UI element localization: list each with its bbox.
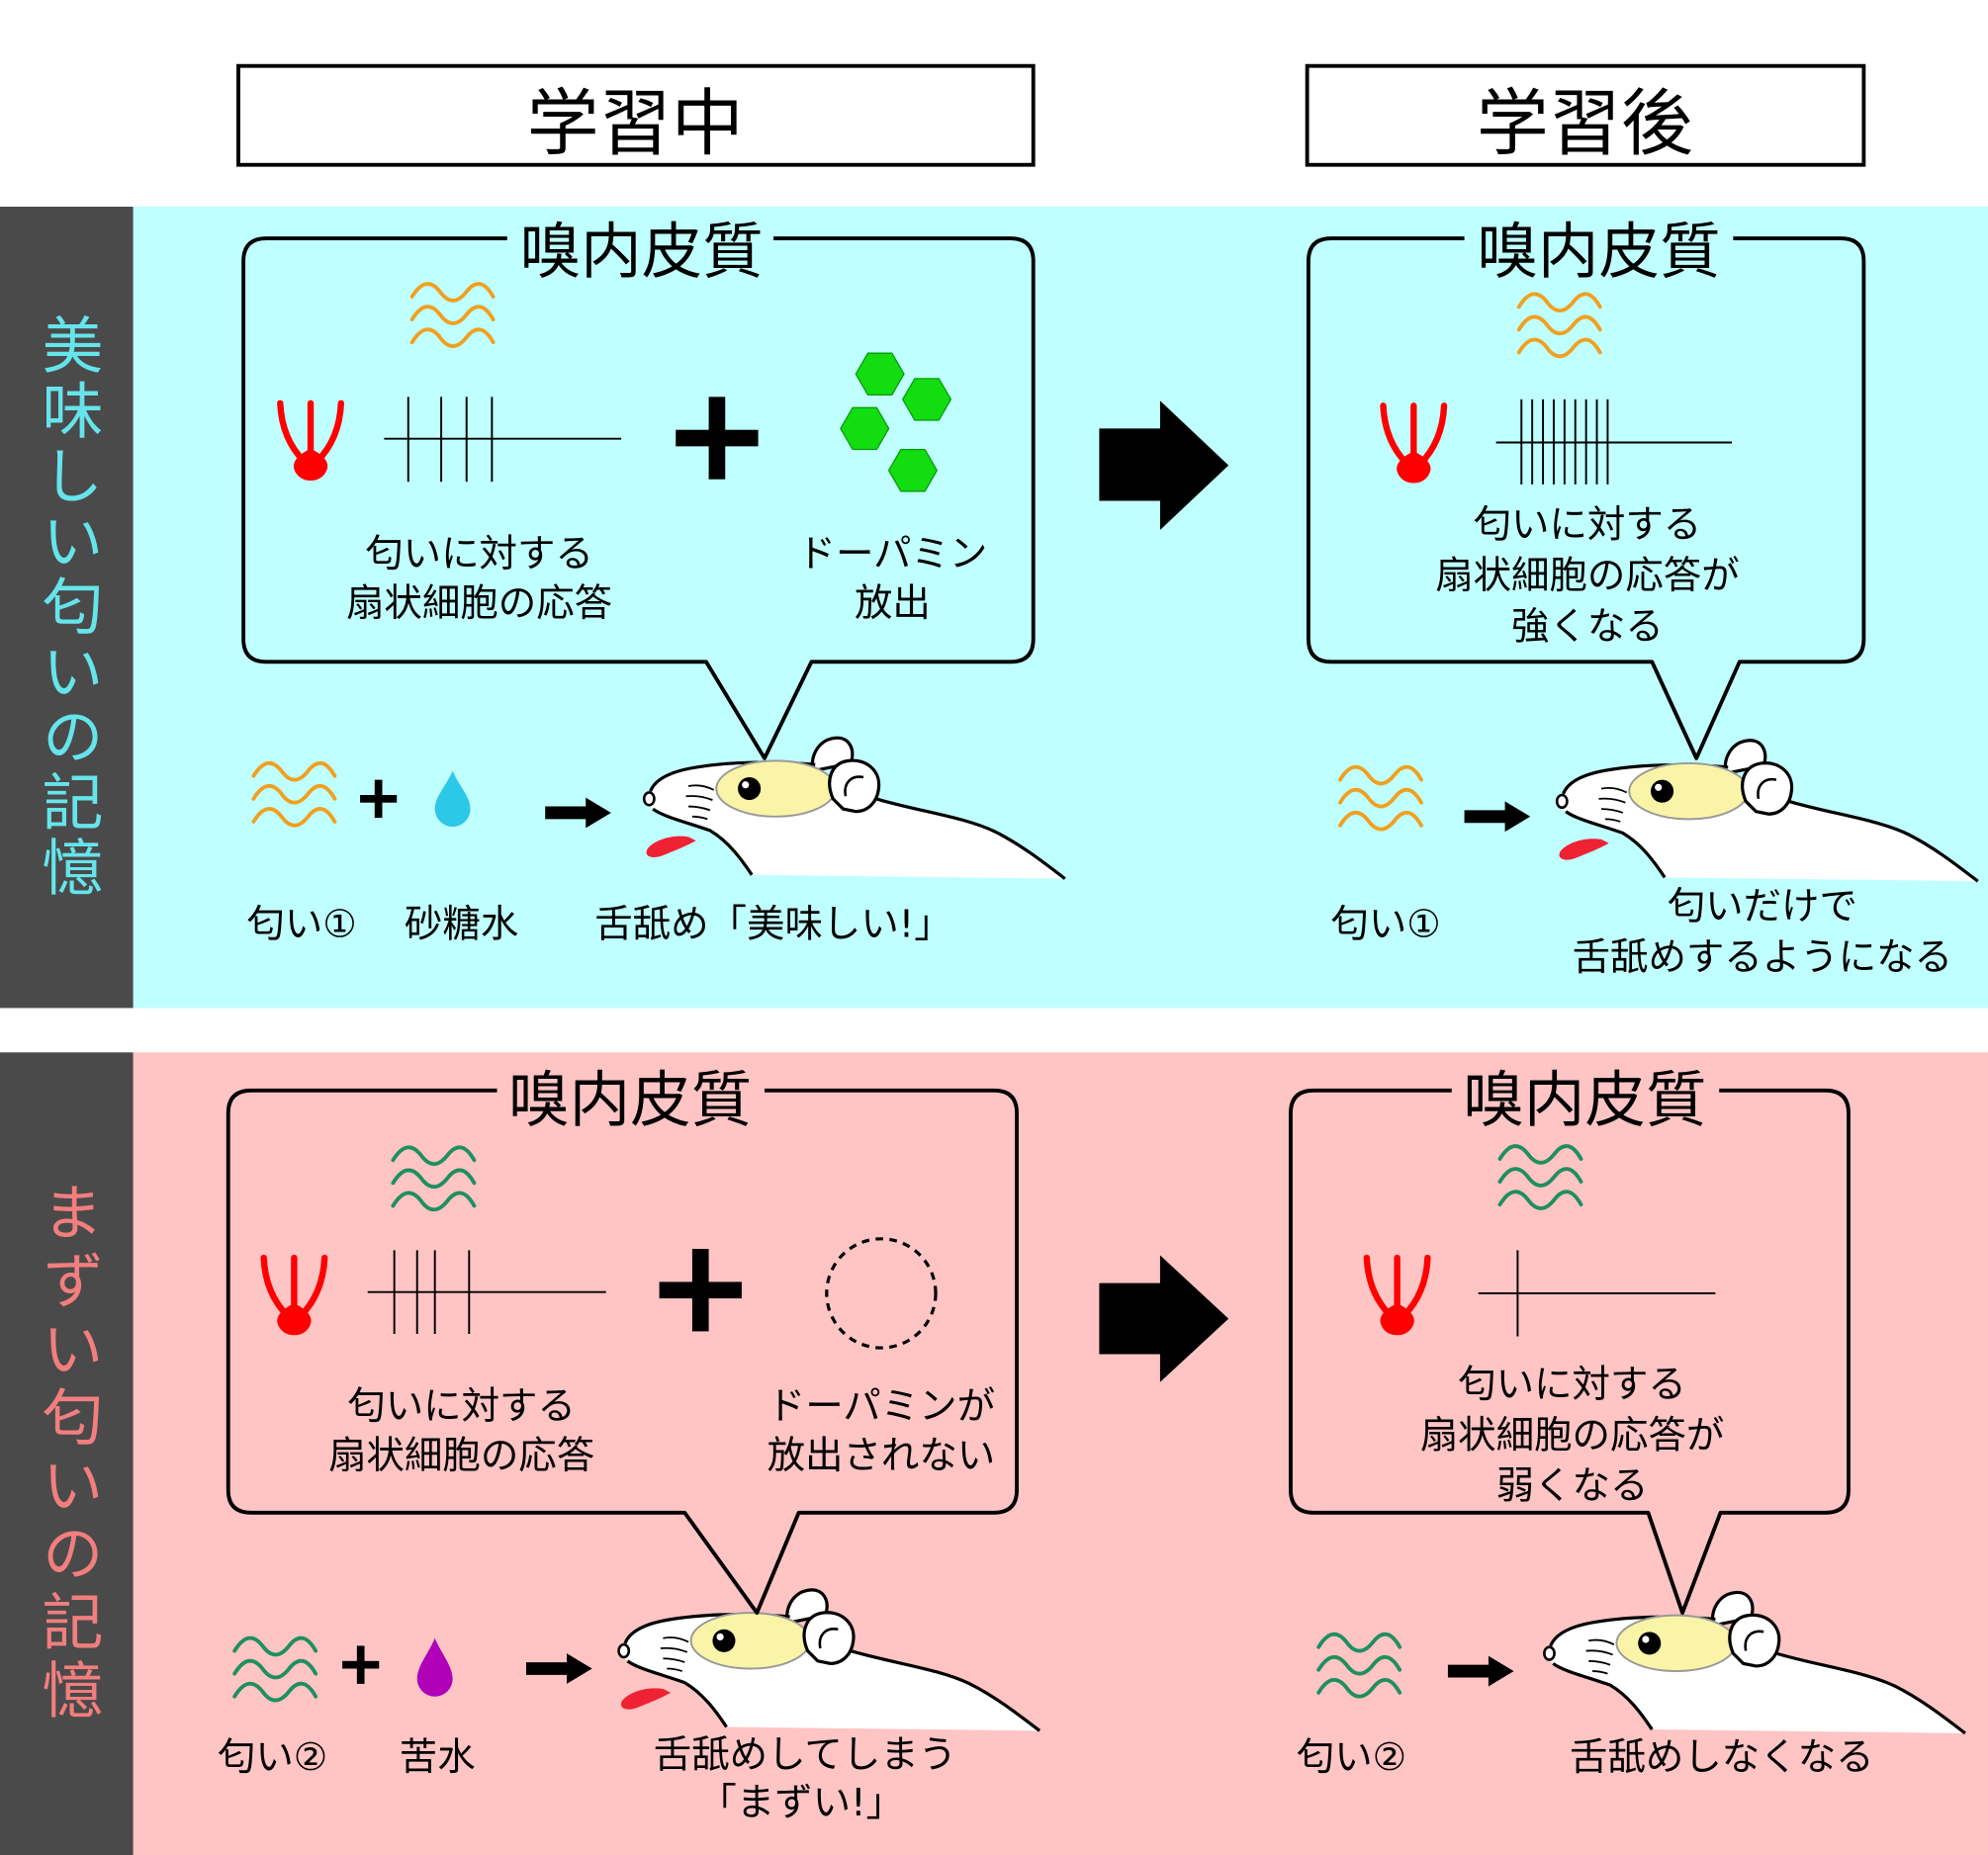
- tasty-during-region-label: 嗅内皮質: [520, 217, 764, 288]
- taste-label: 砂糖水: [405, 903, 518, 947]
- header-after-learning: 学習後: [1477, 82, 1693, 166]
- mouse-tongue: [1559, 839, 1609, 860]
- bad-after-bubble: [1289, 1088, 1851, 1616]
- plus-bar: [691, 1249, 709, 1332]
- bitter-water-drop-icon: [416, 1637, 453, 1697]
- bad-during-mouse: [616, 1588, 1041, 1732]
- tasty-during-mouse: [642, 736, 1067, 881]
- response-label: 扇状細胞の応答が: [1435, 554, 1740, 598]
- plus-icon: [659, 1249, 742, 1332]
- response-label: 匂いに対する: [1458, 1363, 1686, 1407]
- taste-label: 苦水: [400, 1735, 476, 1780]
- bad-side-bar: [0, 1052, 134, 1855]
- tasty-after-region-label: 嗅内皮質: [1477, 217, 1720, 288]
- small-plus-icon: [360, 779, 398, 819]
- header-during-learning: 学習中: [527, 82, 744, 166]
- spike-train: [1495, 398, 1733, 485]
- bad-memory-text: まずい匂いの記憶: [31, 1181, 104, 1726]
- behavior-label: 匂いだけで: [1668, 885, 1857, 929]
- bad-memory-side-label: まずい匂いの記憶: [0, 1052, 134, 1855]
- dopamine-label: ドーパミン: [798, 532, 988, 576]
- tasty-memory-side-label: 美味しい匂いの記憶: [0, 207, 134, 1008]
- behavior-label: 舌舐めしてしまう: [654, 1733, 956, 1778]
- plus-bar: [374, 779, 383, 819]
- response-label: 扇状細胞の応答: [346, 581, 612, 626]
- odor-label: 匂い①: [246, 903, 356, 947]
- big-arrow-icon: [1099, 400, 1229, 530]
- odor-label: 匂い②: [1297, 1735, 1406, 1780]
- dopamine-label: 放出: [855, 581, 931, 626]
- header-box-after: [1305, 63, 1866, 167]
- dopamine-label: 放出されない: [768, 1434, 996, 1478]
- response-label: 匂いに対する: [1474, 503, 1702, 548]
- spike-train: [367, 1250, 606, 1334]
- tasty-side-bar: [0, 207, 134, 1009]
- behavior-label: 舌舐めするようになる: [1573, 935, 1952, 980]
- big-arrow-icon: [1099, 1255, 1229, 1382]
- response-label: 匂いに対する: [347, 1384, 576, 1429]
- response-label: 扇状細胞の応答: [328, 1434, 594, 1478]
- plus-bar: [708, 397, 726, 480]
- odor-label: 匂い①: [1330, 903, 1440, 947]
- odor-label: 匂い②: [218, 1735, 327, 1780]
- small-arrow-icon: [1464, 801, 1531, 833]
- behavior-label: 舌舐めしなくなる: [1570, 1735, 1874, 1780]
- response-label: 弱くなる: [1496, 1464, 1649, 1509]
- plus-bar: [356, 1645, 365, 1684]
- response-label: 強くなる: [1511, 604, 1664, 649]
- mouse-tongue: [620, 1688, 672, 1710]
- bad-after-region-label: 嗅内皮質: [1463, 1065, 1706, 1136]
- small-plus-icon: [342, 1645, 380, 1684]
- plus-icon: [676, 397, 759, 480]
- behavior-label: 舌舐め「美味しい!」: [594, 903, 951, 947]
- no-dopamine-dashed-circle: [825, 1237, 938, 1350]
- small-arrow-icon: [545, 797, 611, 829]
- spike-train: [1478, 1250, 1716, 1337]
- small-arrow-icon: [1447, 1655, 1514, 1687]
- spike-train: [384, 397, 622, 483]
- behavior-label: 「まずい!」: [698, 1781, 904, 1825]
- response-label: 匂いに対する: [365, 532, 593, 576]
- sugar-water-drop-icon: [434, 770, 471, 828]
- tasty-after-mouse: [1555, 739, 1980, 883]
- response-label: 扇状細胞の応答が: [1420, 1413, 1725, 1458]
- tasty-after-bubble: [1306, 236, 1866, 760]
- small-arrow-icon: [525, 1653, 592, 1684]
- tasty-memory-text: 美味しい匂いの記憶: [31, 313, 104, 901]
- dopamine-label: ドーパミンが: [768, 1384, 995, 1429]
- tasty-during-bubble: [241, 236, 1036, 760]
- bad-during-region-label: 嗅内皮質: [508, 1065, 752, 1136]
- bad-during-bubble: [226, 1088, 1019, 1616]
- header-box-during: [236, 63, 1036, 167]
- mouse-tongue: [646, 836, 696, 858]
